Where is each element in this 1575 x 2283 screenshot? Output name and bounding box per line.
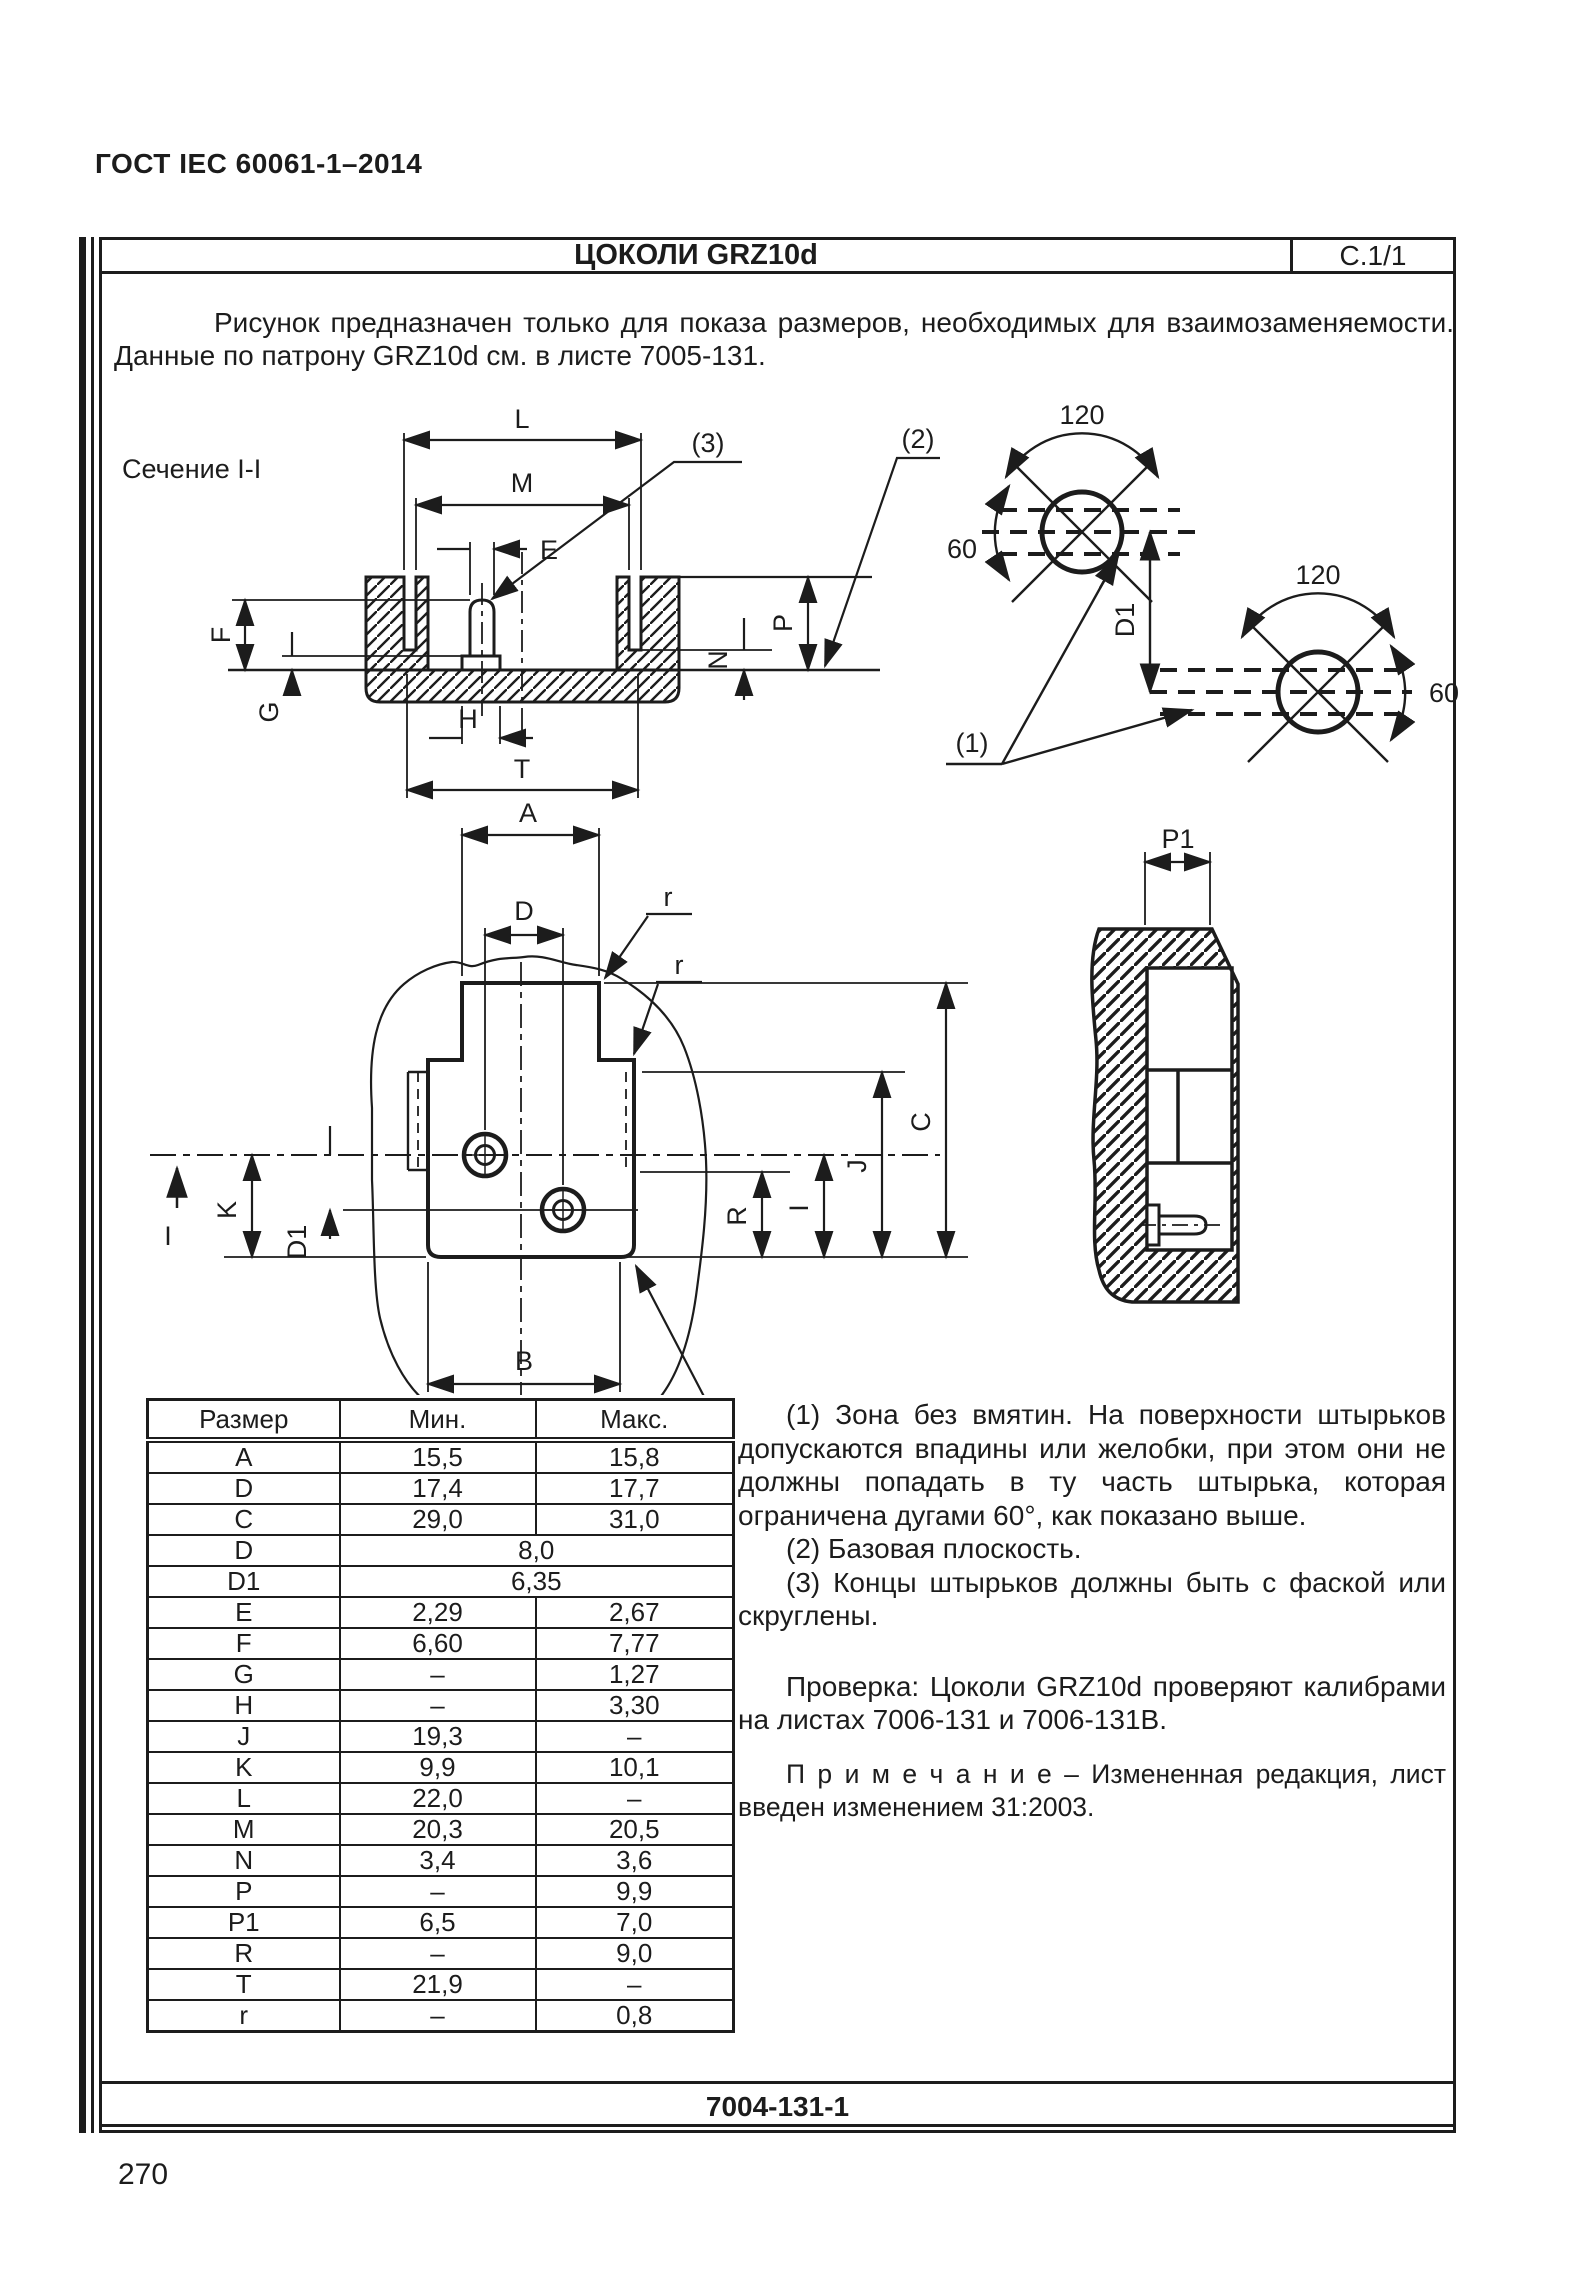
sheet-title-bar: ЦОКОЛИ GRZ10d С.1/1	[99, 237, 1456, 274]
binding-edge-bar-thin	[91, 237, 94, 2133]
callout-2-leader	[823, 456, 940, 669]
binding-edge-bar	[79, 237, 86, 2133]
table-row: H–3,30	[146, 1689, 735, 1722]
dim-label-M: M	[511, 468, 534, 498]
pin1-arc-60	[984, 483, 1011, 583]
radius-label-r2: r	[675, 950, 684, 980]
intro-line-1: Рисунок предназначен только для показа р…	[214, 307, 1454, 338]
dim-label-D1-plan: D1	[282, 1225, 312, 1260]
pin2-arc-120	[1240, 592, 1396, 640]
holder-section-view: P1	[1090, 824, 1240, 1304]
cap-plan-profile	[426, 981, 636, 1259]
callout-1-label: (1)	[956, 728, 989, 758]
dim-label-A: A	[519, 798, 537, 828]
callout-3-leader	[490, 460, 742, 601]
dim-label-D: D	[514, 896, 534, 926]
dim-label-L: L	[514, 404, 529, 434]
table-row: G–1,27	[146, 1658, 735, 1691]
radius-label-r1: r	[664, 882, 673, 912]
dim-label-G: G	[254, 701, 284, 722]
editorial-note: П р и м е ч а н и е – Измененная редакци…	[738, 1758, 1446, 1823]
callout-2-label: (2)	[902, 424, 935, 454]
holder-body	[1090, 927, 1240, 1304]
dim-label-F: F	[206, 627, 236, 644]
dim-label-C: C	[906, 1112, 936, 1132]
sheet-title: ЦОКОЛИ GRZ10d	[574, 239, 818, 271]
note-2: (2) Базовая плоскость.	[786, 1533, 1082, 1564]
cap-right-wall	[615, 575, 681, 672]
table-row: r–0,8	[146, 1999, 735, 2033]
section-view-label: Сечение I-I	[122, 454, 261, 484]
check-note: Проверка: Цоколи GRZ10d проверяют калибр…	[738, 1670, 1446, 1736]
dim-label-T: T	[514, 754, 531, 784]
plan-view: I A D B r r r	[150, 798, 968, 1395]
lamp-outline-blob	[369, 955, 708, 1395]
pin2-label-60: 60	[1429, 678, 1459, 708]
dim-label-H: H	[458, 704, 478, 734]
pin2-arc-60	[1389, 643, 1416, 743]
dim-label-D1: D1	[1110, 603, 1140, 638]
col-header-max: Макс.	[534, 1398, 735, 1443]
intro-paragraph: Рисунок предназначен только для показа р…	[114, 306, 1454, 372]
radius-r2-leader	[634, 980, 702, 1054]
pin2-label-120: 120	[1295, 560, 1340, 590]
standard-number: ГОСТ IEC 60061-1–2014	[95, 148, 423, 179]
dim-label-K: K	[212, 1201, 242, 1219]
dim-label-B: B	[515, 1346, 533, 1376]
pin-pedestal	[460, 654, 502, 672]
pin1-zone-band	[982, 508, 1198, 556]
callout-1-leader	[946, 555, 1193, 766]
pin2-zone-band	[1150, 668, 1412, 716]
radius-r1-leader	[605, 912, 692, 978]
pin1-arc-120	[1004, 432, 1160, 480]
section-label-I-left: I	[164, 1221, 172, 1251]
sheet-ref: С.1/1	[1290, 240, 1453, 271]
pin-zone-view: 120 60 120 60 D1 (1)	[946, 400, 1459, 766]
note-3: (3) Концы штырьков должны быть с фаской …	[738, 1566, 1446, 1632]
dim-label-J: J	[842, 1159, 872, 1173]
intro-line-2: Данные по патрону GRZ10d см. в листе 700…	[114, 340, 766, 371]
table-row: R–9,0	[146, 1937, 735, 1970]
dim-label-R: R	[722, 1206, 752, 1226]
section-view: Сечение I-I L M	[122, 404, 940, 800]
table-header-row: Размер Мин. Макс.	[146, 1398, 735, 1443]
callout-3-label: (3)	[692, 428, 725, 458]
notes-block: (1) Зона без вмятин. На поверхности штыр…	[738, 1398, 1446, 1825]
col-header-min: Мин.	[338, 1398, 537, 1443]
dim-label-E: E	[540, 535, 558, 565]
pin1-label-60: 60	[947, 534, 977, 564]
pin1-label-120: 120	[1059, 400, 1104, 430]
dim-label-N: N	[703, 650, 733, 670]
holder-cavity-steps	[1147, 1068, 1232, 1165]
note-1: (1) Зона без вмятин. На поверхности штыр…	[738, 1399, 1446, 1531]
page-number: 270	[118, 2158, 169, 2191]
col-header-size: Размер	[146, 1398, 341, 1443]
sheet-number: 7004-131-1	[705, 2091, 850, 2122]
table-row: P–9,9	[146, 1875, 735, 1908]
dim-label-I: I	[784, 1204, 814, 1212]
radius-r3-leader	[636, 1266, 705, 1395]
dim-label-P1: P1	[1161, 824, 1194, 854]
sheet-number-bar: 7004-131-1	[99, 2081, 1456, 2133]
technical-drawing: Сечение I-I L M	[122, 400, 1459, 1395]
dim-label-P: P	[768, 614, 798, 632]
